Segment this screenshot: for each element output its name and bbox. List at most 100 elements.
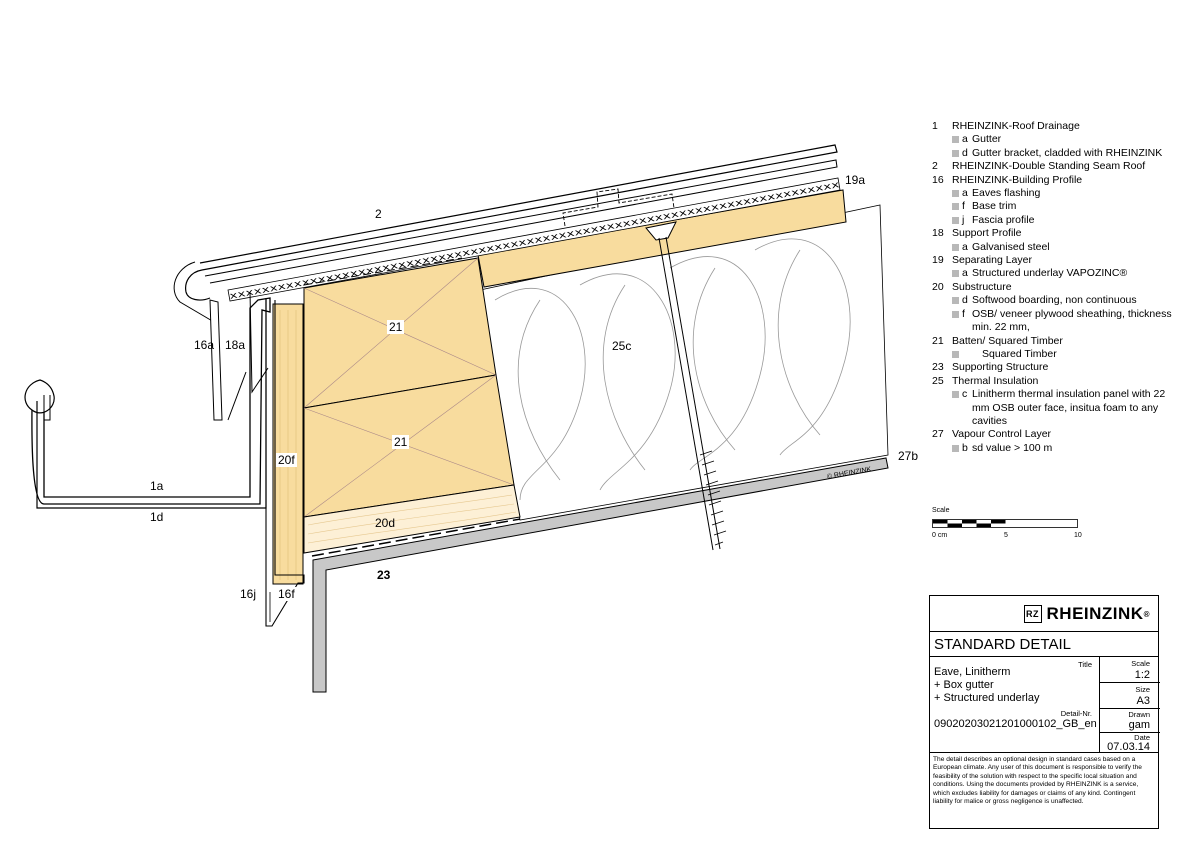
logo-text: RHEINZINK: [1046, 604, 1144, 623]
legend-subtext: Structured underlay VAPOZINC®: [972, 267, 1128, 280]
title-line-1: Eave, Linitherm: [934, 666, 1011, 678]
tb-logo-row: RZ RHEINZINK®: [930, 596, 1158, 632]
label-16j: 16j: [240, 587, 257, 601]
legend-letter: d: [962, 294, 968, 307]
date-value: 07.03.14: [1107, 741, 1150, 753]
legend-letter: b: [962, 441, 968, 454]
size-value: A3: [1136, 695, 1150, 707]
legend-subitem: c Linitherm thermal insulation panel with…: [932, 388, 1172, 428]
legend-text: RHEINZINK-Building Profile: [952, 173, 1083, 186]
legend-subitem: f Base trim: [932, 200, 1172, 213]
label-16a: 16a: [194, 338, 215, 352]
scale-bar: Scale 0 cm 5 10: [932, 507, 1082, 543]
legend-square-icon: [952, 136, 959, 144]
scale-graphic: [932, 519, 1078, 528]
label-1a: 1a: [150, 479, 164, 493]
legend-letter: a: [962, 267, 968, 280]
legend-subtext: Eaves flashing: [972, 187, 1041, 200]
legend-number: 18: [932, 227, 944, 240]
legend-number: 16: [932, 173, 944, 186]
legend-letter: a: [962, 187, 968, 200]
legend-square-icon: [952, 203, 959, 211]
legend-subtext: Fascia profile: [972, 213, 1035, 226]
label-27b: 27b: [898, 449, 919, 463]
disclaimer: The detail describes an optional design …: [933, 756, 1142, 806]
legend-letter: a: [962, 133, 968, 146]
legend-number: 2: [932, 160, 938, 173]
legend-subtext: Linitherm thermal insulation panel with …: [972, 388, 1166, 427]
supporting-structure: [312, 457, 889, 693]
scale-label: Scale: [932, 507, 950, 514]
rheinzink-logo: RZ RHEINZINK®: [1023, 604, 1150, 624]
legend-square-icon: [952, 444, 959, 452]
legend-letter: j: [962, 213, 965, 226]
legend-number: 23: [932, 361, 944, 374]
legend-subitem: a Structured underlay VAPOZINC®: [932, 267, 1172, 280]
title-label: Title: [1078, 660, 1092, 669]
legend-item: 1 RHEINZINK-Roof Drainage: [932, 120, 1172, 133]
scale-tick-5: 5: [1004, 532, 1008, 539]
legend-subtext: Base trim: [972, 200, 1017, 213]
legend-letter: a: [962, 240, 968, 253]
legend-letter: c: [962, 388, 968, 401]
label-20d: 20d: [375, 516, 396, 530]
scale-value: 1:2: [1134, 669, 1150, 681]
label-16f: 16f: [276, 587, 297, 601]
legend-letter: f: [962, 200, 965, 213]
drawn-label: Drawn: [1128, 710, 1150, 719]
standing-seam-roof: [185, 144, 838, 301]
tb-title-area: Title Eave, Linitherm + Box gutter + Str…: [930, 657, 1160, 737]
legend-text: Separating Layer: [952, 254, 1032, 267]
legend-subitem: d Softwood boarding, non continuous: [932, 294, 1172, 307]
logo-reg: ®: [1143, 609, 1150, 619]
screw: [645, 221, 727, 551]
legend-square-icon: [952, 391, 959, 399]
title-block: RZ RHEINZINK® STANDARD DETAIL Title Eave…: [929, 595, 1160, 829]
eaves-flashing: [209, 299, 223, 421]
detail-label: Detail-Nr.: [1060, 709, 1092, 718]
logo-mark-icon: RZ: [1023, 605, 1042, 623]
label-2: 2: [375, 207, 382, 221]
label-18a: 18a: [225, 338, 246, 352]
label-21-top: 21: [387, 320, 405, 334]
label-23: 23: [377, 568, 391, 582]
legend-square-icon: [952, 350, 959, 358]
legend-subtext: Softwood boarding, non continuous: [972, 294, 1137, 307]
fascia-profile: [265, 300, 305, 627]
legend-subitem: a Eaves flashing: [932, 187, 1172, 200]
legend-text: RHEINZINK-Roof Drainage: [952, 120, 1080, 132]
legend-item: 19 Separating Layer: [932, 254, 1172, 267]
legend-square-icon: [952, 310, 959, 318]
legend-square-icon: [952, 216, 959, 224]
legend-number: 19: [932, 254, 944, 267]
date-label: Date: [1134, 733, 1150, 742]
seam-clip: [562, 188, 675, 227]
legend-letter: [962, 348, 972, 361]
legend-number: 1: [932, 120, 938, 132]
legend-item: 25 Thermal Insulation: [932, 375, 1172, 388]
legend-letter: f: [962, 307, 965, 320]
label-21-mid: 21: [392, 435, 410, 449]
insulation-pattern: [494, 238, 851, 501]
legend-square-icon: [952, 190, 959, 198]
legend-subtext: Squared Timber: [982, 347, 1057, 360]
standard-detail-heading: STANDARD DETAIL: [934, 636, 1071, 653]
legend-subtext: Galvanised steel: [972, 240, 1050, 253]
legend-text: Thermal Insulation: [952, 374, 1039, 387]
legend-subitem: j Fascia profile: [932, 214, 1172, 227]
label-20f: 20f: [276, 453, 297, 467]
tb-heading-row: STANDARD DETAIL: [930, 632, 1158, 657]
support-profile: [227, 291, 269, 421]
legend-number: 21: [932, 334, 944, 347]
legend-item: 16 RHEINZINK-Building Profile: [932, 174, 1172, 187]
legend-text: Substructure: [952, 280, 1012, 293]
label-25c: 25c: [612, 339, 632, 353]
legend-number: 25: [932, 374, 944, 387]
